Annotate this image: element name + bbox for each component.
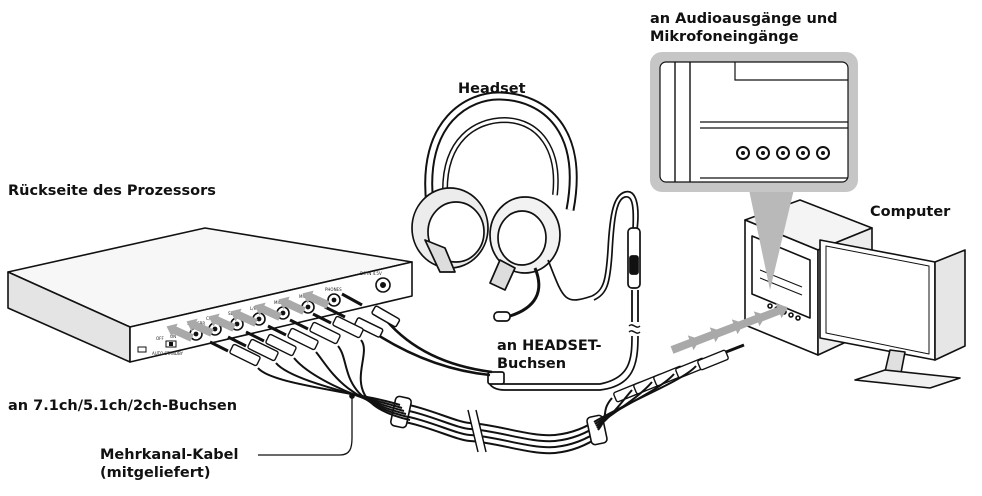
arrows-to-computer xyxy=(670,303,789,354)
headset-jacks-line2: Buchsen xyxy=(497,356,567,372)
cable-label: Mehrkanal-Kabel (mitgeliefert) xyxy=(100,446,238,482)
auto-standby-label: AUTO STANDBY xyxy=(152,351,184,356)
arrows-to-processor xyxy=(166,290,330,342)
arrow-to-computer xyxy=(714,319,745,338)
left-plug xyxy=(312,312,411,421)
arrow-to-jack xyxy=(302,290,330,309)
processor-unit xyxy=(7,227,413,363)
arrow-to-jack xyxy=(166,323,194,342)
headset-cable xyxy=(487,190,641,391)
audio-outputs-line1: an Audioausgänge und xyxy=(650,11,838,27)
leader-lines xyxy=(258,393,355,456)
left-plug-fan xyxy=(209,312,411,421)
dc-in-label: DC IN 4.5V xyxy=(360,271,382,276)
channel-jacks-label: an 7.1ch/5.1ch/2ch-Buchsen xyxy=(8,398,238,414)
left-plug xyxy=(227,335,403,409)
right-plug-fan xyxy=(593,343,745,431)
audio-outputs-label: an Audioausgänge und Mikrofoneingänge xyxy=(650,10,838,46)
left-plug xyxy=(245,330,405,412)
arrow-to-jack xyxy=(186,318,214,337)
callout-pointer xyxy=(748,185,795,290)
processor-jack-6: PHONES xyxy=(325,287,342,307)
arrow-to-computer xyxy=(692,327,723,346)
audio-panel-inset xyxy=(650,52,858,192)
headset xyxy=(411,91,593,322)
arrow-to-jack xyxy=(254,302,282,321)
headset-label: Headset xyxy=(458,81,526,97)
processor-rear-label: Rückseite des Prozessors xyxy=(8,183,216,199)
headset-jacks-line1: an HEADSET- xyxy=(497,338,602,354)
switch-off-label: OFF xyxy=(156,336,164,341)
arrow-to-computer xyxy=(758,303,789,322)
arrow-to-computer xyxy=(670,335,701,354)
headset-jacks-label: an HEADSET- Buchsen xyxy=(497,337,602,373)
audio-outputs-line2: Mikrofoneingänge xyxy=(650,29,799,45)
computer-label: Computer xyxy=(870,204,951,220)
switch-on-label: ON xyxy=(170,334,176,339)
left-plug xyxy=(209,340,401,406)
cable-line1: Mehrkanal-Kabel xyxy=(100,447,239,463)
processor-jack-label: PHONES xyxy=(325,287,342,292)
arrow-to-jack xyxy=(208,313,236,332)
cable-break-mark xyxy=(467,409,487,453)
cable-line2: (mitgeliefert) xyxy=(100,465,211,481)
arrow-to-computer xyxy=(736,311,767,330)
arrow-to-jack xyxy=(230,308,258,327)
left-plug xyxy=(289,318,409,418)
computer xyxy=(744,199,966,389)
right-plug xyxy=(593,343,745,423)
headset-plugs xyxy=(324,292,493,377)
multichannel-cable xyxy=(394,401,601,455)
processor-jack-label: L/R xyxy=(250,306,257,311)
arrow-to-jack xyxy=(278,296,306,315)
left-plug xyxy=(267,324,407,415)
